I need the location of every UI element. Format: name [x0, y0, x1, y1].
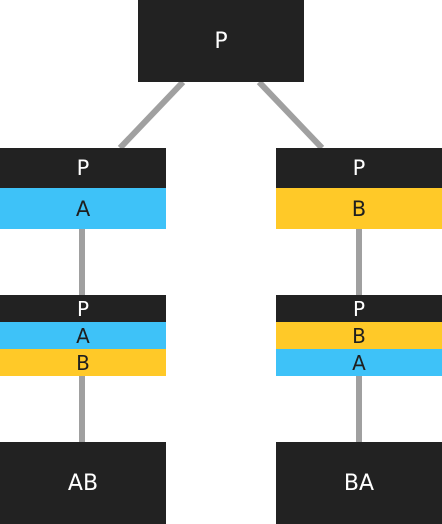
- left-level2-layer-p-label: P: [76, 296, 90, 321]
- right-level1-layer-p: P: [276, 148, 442, 188]
- left-level2-layer-p: P: [0, 295, 166, 322]
- right-level2-layer-a-label: A: [352, 350, 366, 375]
- right-level2-layer-b-label: B: [352, 323, 366, 348]
- right-level2-layer-a: A: [276, 349, 442, 376]
- right-result-node: BA: [276, 442, 442, 524]
- right-level1-layer-p-label: P: [352, 156, 366, 180]
- left-result-node: AB: [0, 442, 166, 524]
- left-level1-layer-p: P: [0, 148, 166, 188]
- right-level2-layer-b: B: [276, 322, 442, 349]
- root-node-label: P: [214, 28, 228, 54]
- right-level2-layer-p-label: P: [352, 296, 366, 321]
- connector-root-right: [256, 79, 325, 151]
- left-level2-layer-a-label: A: [76, 323, 90, 348]
- left-level2-layer-b: B: [0, 349, 166, 376]
- connector-root-left: [117, 79, 186, 151]
- root-node: P: [138, 0, 304, 82]
- left-level1-layer-p-label: P: [76, 156, 90, 180]
- left-result-label: AB: [67, 470, 99, 496]
- left-level2-layer-b-label: B: [76, 350, 90, 375]
- right-level1-layer-b-label: B: [351, 196, 367, 221]
- right-level1-layer-b: B: [276, 188, 442, 229]
- right-result-label: BA: [343, 470, 375, 496]
- left-level2-layer-a: A: [0, 322, 166, 349]
- left-level1-layer-a-label: A: [75, 196, 91, 221]
- left-level1-layer-a: A: [0, 188, 166, 229]
- right-level2-layer-p: P: [276, 295, 442, 322]
